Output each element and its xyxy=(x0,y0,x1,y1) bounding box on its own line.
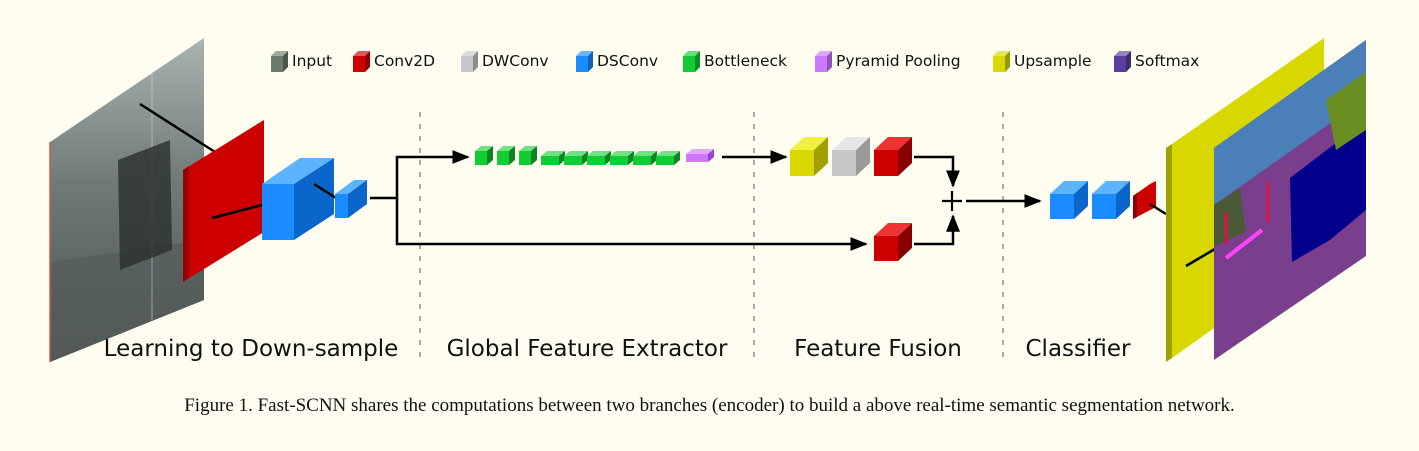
bottleneck-block xyxy=(564,151,588,165)
legend-swatch-dsconv xyxy=(588,51,593,72)
section-label-classifier: Classifier xyxy=(1026,336,1132,362)
bottleneck-block xyxy=(633,151,657,165)
legend-label-dwconv: DWConv xyxy=(482,52,549,70)
connector xyxy=(211,202,267,220)
legend-swatch-upsample xyxy=(1005,51,1010,72)
fusion-lines xyxy=(914,155,1042,246)
bottleneck-block xyxy=(541,151,565,165)
bottleneck-block xyxy=(656,151,680,165)
section-label-feature-fusion: Feature Fusion xyxy=(794,336,962,362)
dsconv-block-1 xyxy=(262,158,334,240)
legend-swatch-softmax xyxy=(1114,56,1126,72)
conv2d-block-classifier xyxy=(1133,181,1156,219)
legend-swatch-bottleneck xyxy=(683,56,695,72)
legend-swatch-softmax xyxy=(1126,51,1131,72)
legend-swatch-dsconv xyxy=(576,56,588,72)
conv2d-block-fusion-top xyxy=(874,137,912,176)
input-image xyxy=(49,38,204,362)
bottleneck-blocks xyxy=(475,146,680,165)
legend: Input Conv2D DWConv DSConv Bottleneck Pyramid… xyxy=(271,51,1199,72)
legend-item-input: Input xyxy=(271,51,332,72)
connector xyxy=(1149,202,1167,216)
legend-swatch-input xyxy=(271,56,283,72)
add-operator-icon xyxy=(942,191,962,211)
legend-swatch-pyramid-pooling xyxy=(827,51,832,72)
legend-swatch-pyramid-pooling xyxy=(815,51,832,56)
legend-label-conv2d: Conv2D xyxy=(374,52,435,70)
dwconv-block-fusion xyxy=(832,137,870,176)
legend-item-bottleneck: Bottleneck xyxy=(683,51,787,72)
bottleneck-block xyxy=(519,146,537,165)
segmentation-output xyxy=(1214,40,1366,360)
architecture-diagram: Input Conv2D DWConv DSConv Bottleneck Pyramid… xyxy=(49,38,1366,362)
conv2d-block-fusion-bottom xyxy=(874,223,912,261)
legend-label-softmax: Softmax xyxy=(1135,52,1199,70)
legend-item-softmax: Softmax xyxy=(1114,51,1199,72)
legend-item-upsample: Upsample xyxy=(993,51,1092,72)
legend-swatch-bottleneck xyxy=(695,51,700,72)
legend-swatch-softmax xyxy=(1114,51,1131,56)
section-label-learning-to-downsample: Learning to Down-sample xyxy=(104,336,399,362)
legend-swatch-conv2d xyxy=(353,51,370,56)
legend-swatch-bottleneck xyxy=(683,51,700,56)
connector xyxy=(313,182,337,200)
legend-swatch-dwconv xyxy=(461,56,473,72)
legend-swatch-dwconv xyxy=(473,51,478,72)
legend-label-input: Input xyxy=(292,52,332,70)
figure-caption: Figure 1. Fast-SCNN shares the computati… xyxy=(184,395,1235,416)
branch-lines xyxy=(370,150,868,251)
legend-label-dsconv: DSConv xyxy=(597,52,658,70)
conv2d-block-1 xyxy=(183,120,264,282)
upsample-block-fusion xyxy=(790,137,828,176)
legend-item-dsconv: DSConv xyxy=(576,51,658,72)
bottleneck-block xyxy=(497,146,515,165)
dsconv-block-classifier-2 xyxy=(1092,181,1130,219)
legend-swatch-dwconv xyxy=(461,51,478,56)
bottleneck-block xyxy=(587,151,611,165)
legend-label-upsample: Upsample xyxy=(1014,52,1092,70)
legend-label-pyramid-pooling: Pyramid Pooling xyxy=(836,52,961,70)
legend-item-conv2d: Conv2D xyxy=(353,51,435,72)
legend-item-dwconv: DWConv xyxy=(461,51,549,72)
legend-item-pyramid-pooling: Pyramid Pooling xyxy=(815,51,961,72)
legend-swatch-dsconv xyxy=(576,51,593,56)
legend-swatch-upsample xyxy=(993,56,1005,72)
legend-swatch-input xyxy=(283,51,288,72)
connector xyxy=(139,102,216,154)
legend-swatch-pyramid-pooling xyxy=(815,56,827,72)
dsconv-block-classifier-1 xyxy=(1050,181,1088,219)
legend-label-bottleneck: Bottleneck xyxy=(704,52,787,70)
bottleneck-block xyxy=(610,151,634,165)
section-separators xyxy=(419,112,1004,360)
legend-swatch-input xyxy=(271,51,288,56)
dsconv-block-2 xyxy=(335,180,367,218)
pyramid-pooling-block xyxy=(686,149,714,162)
section-label-global-feature-extractor: Global Feature Extractor xyxy=(447,336,728,362)
legend-swatch-upsample xyxy=(993,51,1010,56)
bottleneck-block xyxy=(475,146,493,165)
legend-swatch-conv2d xyxy=(353,56,365,72)
legend-swatch-conv2d xyxy=(365,51,370,72)
